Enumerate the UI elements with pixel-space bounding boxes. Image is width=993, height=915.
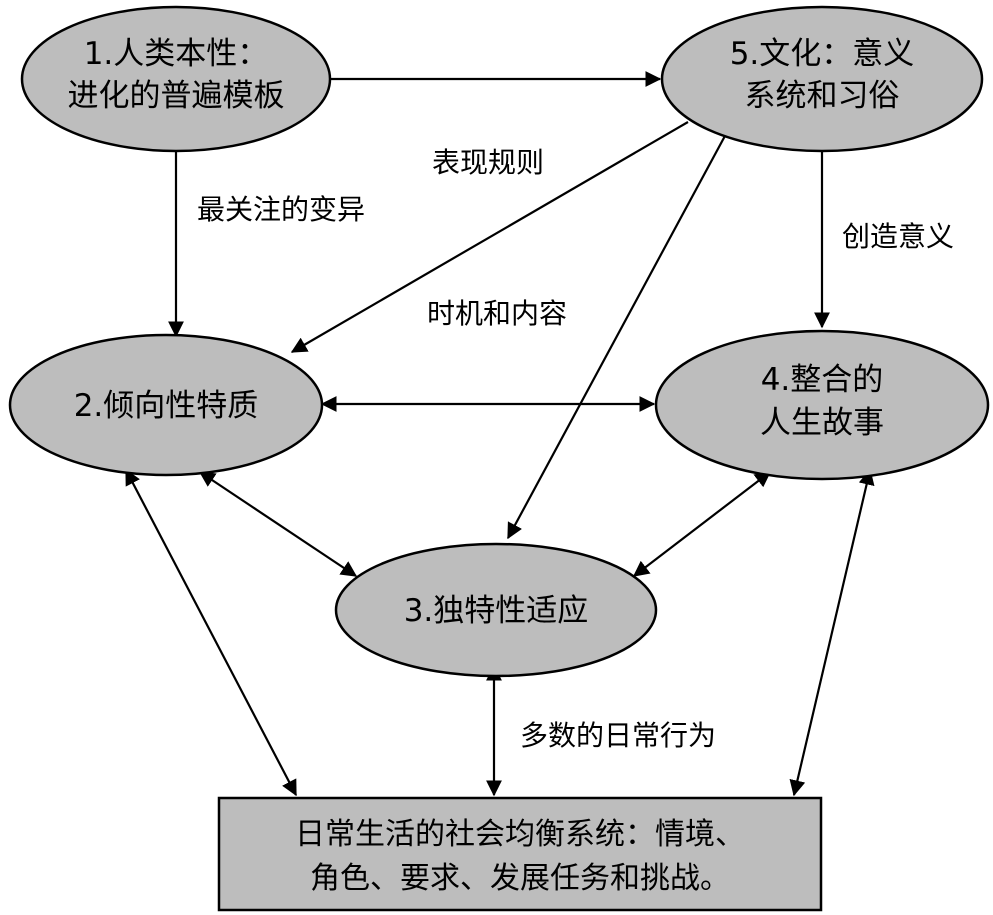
edge-labels: 最关注的变异 表现规则 时机和内容 创造意义 多数的日常行为 [197,146,954,752]
node-culture-line2: 系统和习俗 [745,78,900,114]
node-human-nature-shape [20,5,332,153]
arrow-culture-to-adaptations [507,133,727,540]
node-culture-shape [660,5,984,153]
node-traits: 2.倾向性特质 [8,333,324,477]
social-system-box-shape [217,796,823,912]
node-life-story-line1: 4.整合的 [761,362,884,398]
label-create-meaning: 创造意义 [842,220,954,253]
node-human-nature-line2: 进化的普遍模板 [68,78,285,114]
arrow-traits-adaptations [198,471,358,577]
node-life-story: 4.整合的 人生故事 [654,329,990,481]
node-adaptations-shape [334,542,658,678]
node-adaptations-label: 3.独特性适应 [404,593,589,629]
social-system-line2: 角色、要求、发展任务和挑战。 [310,861,730,896]
arrow-life-story-social-system [789,468,875,797]
node-adaptations: 3.独特性适应 [334,542,658,678]
node-life-story-line2: 人生故事 [760,405,884,441]
node-culture-line1: 5.文化：意义 [730,36,915,72]
arrow-culture-to-traits [290,121,689,353]
node-human-nature: 1.人类本性： 进化的普遍模板 [20,5,332,153]
label-daily-behavior: 多数的日常行为 [520,719,716,752]
node-human-nature-line1: 1.人类本性： [84,36,269,72]
connectors [125,71,875,797]
node-traits-shape [8,333,324,477]
node-traits-label: 2.倾向性特质 [74,388,259,424]
label-variation: 最关注的变异 [197,193,365,226]
arrow-traits-social-system [125,468,297,797]
social-system-box: 日常生活的社会均衡系统：情境、 角色、要求、发展任务和挑战。 [217,796,823,912]
arrow-life-story-adaptations [632,471,772,577]
node-life-story-shape [654,329,990,481]
label-timing-content: 时机和内容 [427,297,567,330]
node-culture: 5.文化：意义 系统和习俗 [660,5,984,153]
social-system-line1: 日常生活的社会均衡系统：情境、 [295,817,745,852]
label-display-rules: 表现规则 [432,146,544,179]
